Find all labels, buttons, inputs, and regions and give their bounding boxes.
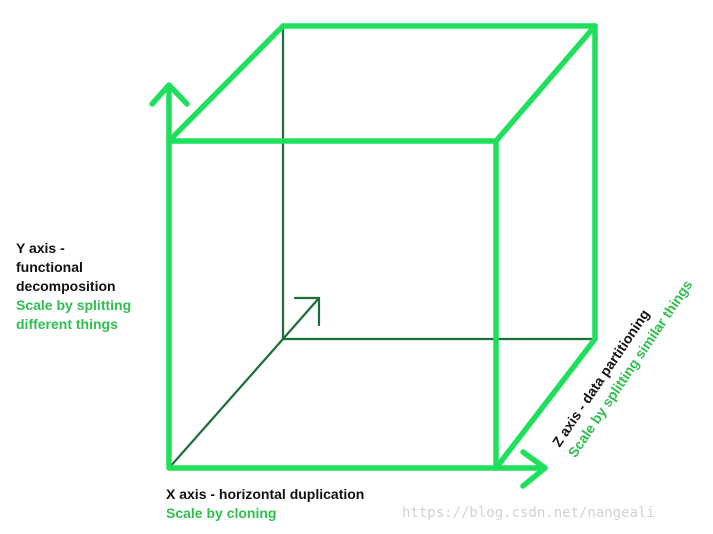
cube-top-right-diagonal-edge bbox=[493, 23, 598, 144]
y-axis-title-line3: decomposition bbox=[16, 278, 116, 294]
cube-bottom-right-diagonal-edge bbox=[493, 336, 598, 471]
cube-front-face bbox=[166, 138, 499, 471]
z-axis-inner-arrow bbox=[281, 296, 321, 341]
y-axis-subtitle-line2: different things bbox=[16, 316, 118, 332]
watermark-text: https://blog.csdn.net/nangeali bbox=[402, 505, 655, 521]
y-axis-label: Y axis - functional decomposition Scale … bbox=[16, 239, 131, 334]
x-axis-subtitle: Scale by cloning bbox=[166, 505, 277, 521]
z-axis-inner-arrowhead bbox=[293, 296, 321, 327]
x-axis-arrowhead bbox=[520, 449, 548, 489]
y-axis-arrowhead bbox=[149, 82, 190, 107]
y-axis-title-line1: Y axis - bbox=[16, 240, 65, 256]
z-axis-inner-arrow-shaft bbox=[281, 296, 321, 341]
cube-hidden-edges bbox=[167, 24, 597, 470]
x-axis-title: X axis - horizontal duplication bbox=[166, 486, 365, 502]
cube-visible-edges bbox=[166, 23, 598, 471]
y-axis-subtitle-line1: Scale by splitting bbox=[16, 297, 132, 313]
x-axis-arrow bbox=[493, 449, 548, 489]
cube-top-left-diagonal-edge bbox=[166, 23, 286, 144]
x-axis-label: X axis - horizontal duplication Scale by… bbox=[166, 485, 364, 523]
y-axis-title-line2: functional bbox=[16, 259, 83, 275]
cube-hidden-diagonal-edge bbox=[167, 337, 285, 470]
y-axis-arrow bbox=[149, 82, 190, 144]
